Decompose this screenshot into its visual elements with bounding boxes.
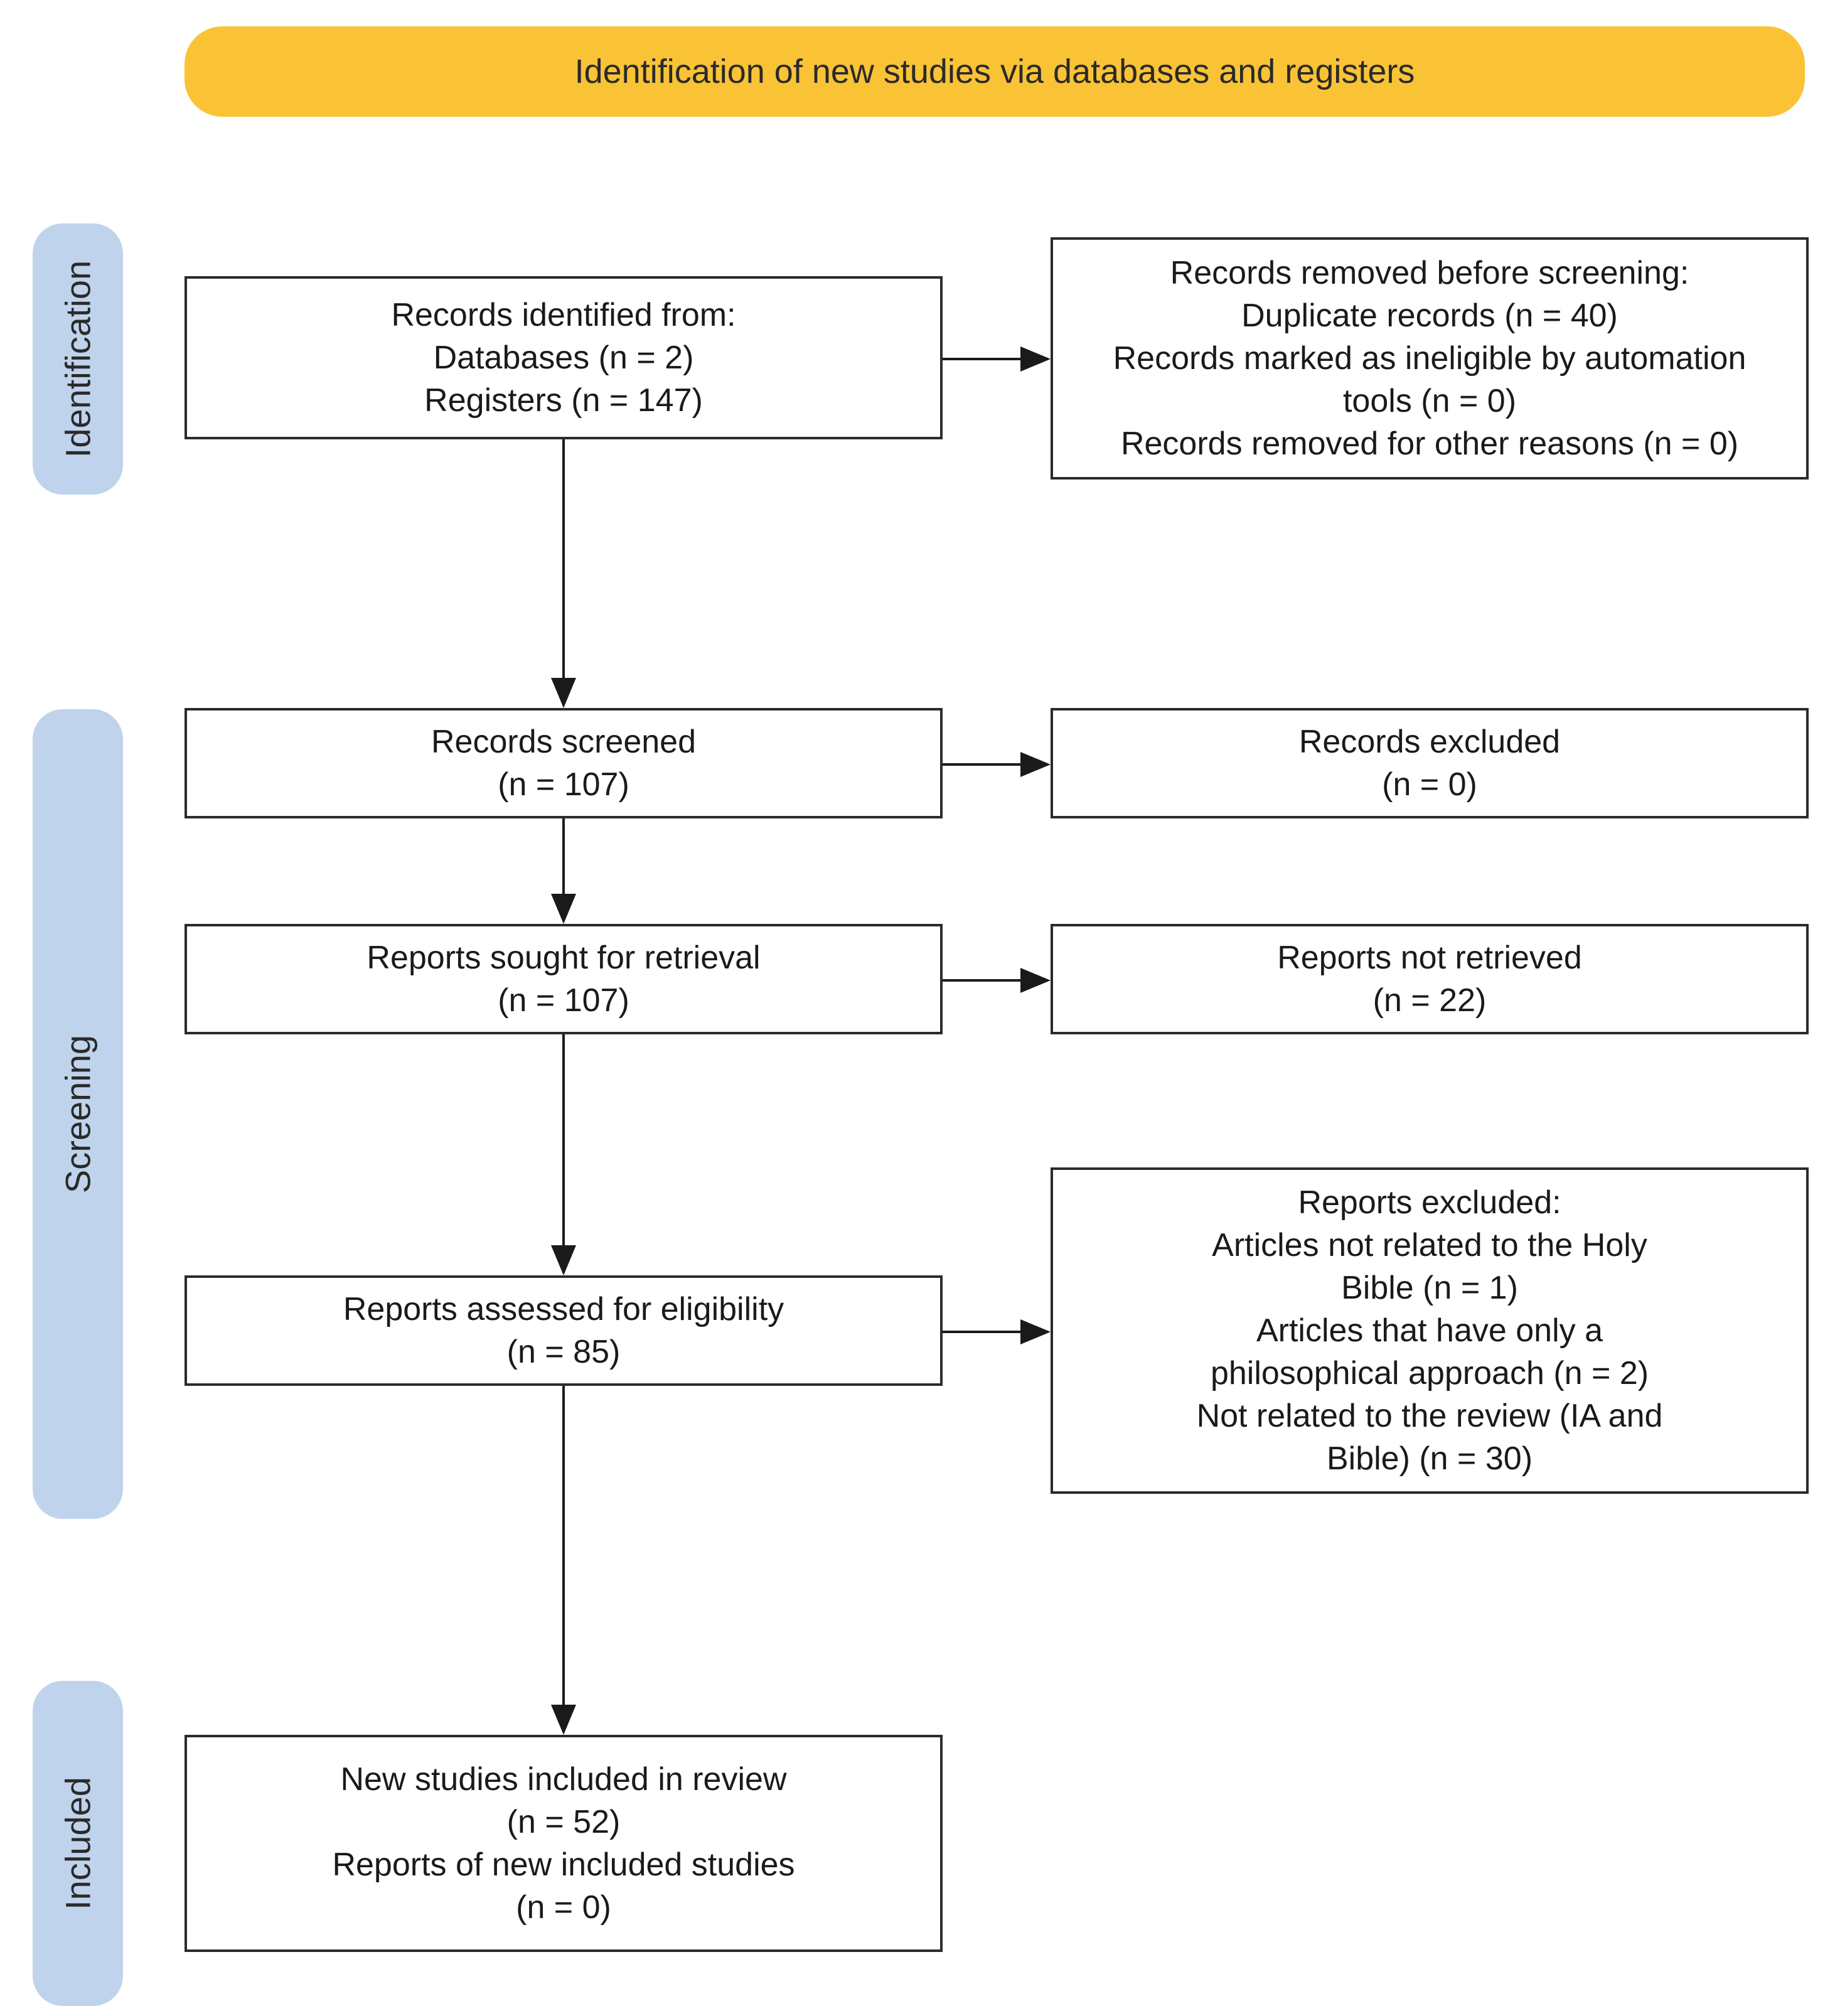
reports-excluded-line-1: Reports excluded: — [1298, 1184, 1561, 1221]
records-identified-line-1: Records identified from: — [391, 297, 736, 333]
reports-excluded-line-6: Not related to the review (IA and — [1196, 1398, 1663, 1434]
records-removed-line-5: Records removed for other reasons (n = 0… — [1120, 426, 1739, 462]
box-records-screened: Records screened (n = 107) — [185, 708, 943, 818]
box-reports-not-retrieved: Reports not retrieved (n = 22) — [1051, 924, 1809, 1034]
new-studies-line-1: New studies included in review — [340, 1761, 787, 1798]
new-studies-line-2: (n = 52) — [506, 1804, 621, 1840]
reports-excluded-line-5: philosophical approach (n = 2) — [1210, 1355, 1649, 1391]
new-studies-line-4: (n = 0) — [516, 1889, 611, 1926]
header-banner: Identification of new studies via databa… — [185, 26, 1805, 117]
phase-included-pill: Included — [33, 1681, 123, 2006]
records-removed-line-2: Duplicate records (n = 40) — [1241, 298, 1618, 334]
records-identified-line-3: Registers (n = 147) — [424, 382, 703, 419]
records-identified-line-2: Databases (n = 2) — [433, 340, 694, 376]
new-studies-line-3: Reports of new included studies — [332, 1847, 795, 1883]
records-excluded-line-2: (n = 0) — [1382, 766, 1477, 803]
phase-identification-label: Identification — [58, 260, 98, 458]
reports-assessed-line-1: Reports assessed for eligibility — [343, 1291, 784, 1327]
reports-excluded-line-4: Articles that have only a — [1256, 1312, 1603, 1349]
box-new-studies-included: New studies included in review (n = 52) … — [185, 1735, 943, 1952]
records-removed-line-1: Records removed before screening: — [1170, 255, 1689, 291]
reports-excluded-line-3: Bible (n = 1) — [1341, 1270, 1518, 1306]
box-records-removed: Records removed before screening: Duplic… — [1051, 237, 1809, 480]
records-excluded-line-1: Records excluded — [1298, 724, 1561, 760]
box-reports-assessed: Reports assessed for eligibility (n = 85… — [185, 1275, 943, 1386]
box-records-excluded: Records excluded (n = 0) — [1051, 708, 1809, 818]
reports-not-retrieved-line-1: Reports not retrieved — [1277, 940, 1582, 976]
records-screened-line-1: Records screened — [431, 724, 696, 760]
records-screened-line-2: (n = 107) — [498, 766, 629, 803]
box-reports-sought: Reports sought for retrieval (n = 107) — [185, 924, 943, 1034]
records-removed-line-3: Records marked as ineligible by automati… — [1113, 340, 1747, 377]
box-records-identified: Records identified from: Databases (n = … — [185, 276, 943, 439]
reports-sought-line-1: Reports sought for retrieval — [366, 940, 761, 976]
phase-screening-label: Screening — [58, 1034, 98, 1194]
phase-screening-pill: Screening — [33, 709, 123, 1519]
phase-identification-pill: Identification — [33, 223, 123, 495]
reports-excluded-line-2: Articles not related to the Holy — [1212, 1227, 1647, 1263]
reports-not-retrieved-line-2: (n = 22) — [1372, 982, 1487, 1019]
reports-sought-line-2: (n = 107) — [498, 982, 629, 1019]
phase-included-label: Included — [58, 1777, 98, 1910]
box-reports-excluded: Reports excluded: Articles not related t… — [1051, 1167, 1809, 1494]
reports-excluded-line-7: Bible) (n = 30) — [1326, 1440, 1533, 1477]
records-removed-line-4: tools (n = 0) — [1342, 383, 1517, 419]
header-title: Identification of new studies via databa… — [574, 53, 1415, 90]
reports-assessed-line-2: (n = 85) — [506, 1334, 621, 1370]
